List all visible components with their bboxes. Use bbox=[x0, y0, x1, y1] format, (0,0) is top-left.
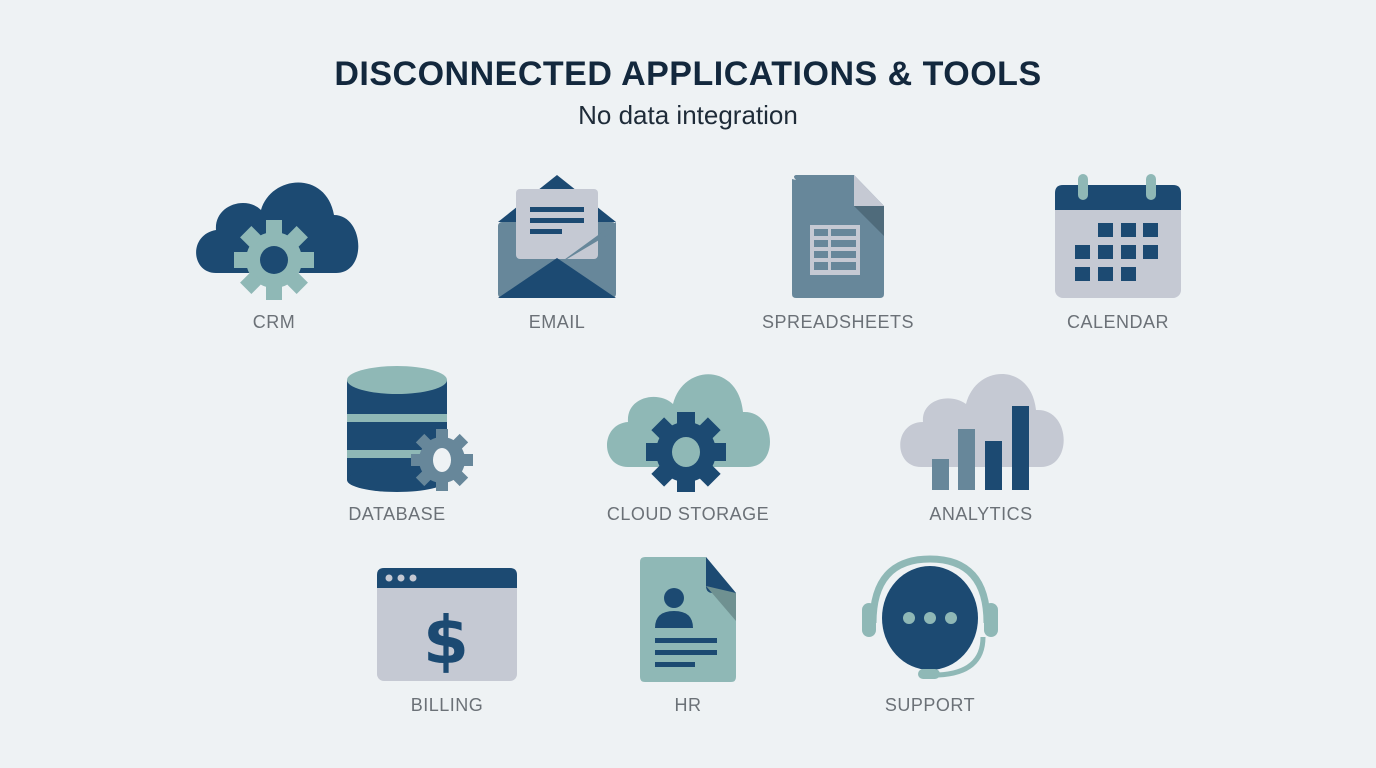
tool-label: EMAIL bbox=[528, 312, 586, 332]
page-title: DISCONNECTED APPLICATIONS & TOOLS bbox=[334, 55, 1042, 93]
tool-label: DATABASE bbox=[348, 504, 446, 524]
page-subtitle: No data integration bbox=[578, 100, 798, 130]
cloud-bar-chart-icon bbox=[900, 373, 1064, 490]
tool-billing: $ BILLING bbox=[337, 555, 557, 725]
tool-label: HR bbox=[674, 695, 702, 715]
tool-hr: HR bbox=[578, 555, 798, 725]
tool-label: CLOUD STORAGE bbox=[606, 504, 770, 524]
database-gear-icon bbox=[347, 366, 473, 492]
tool-calendar: CALENDAR bbox=[1008, 170, 1228, 340]
tool-label: SUPPORT bbox=[884, 695, 976, 715]
tool-spreadsheets: SPREADSHEETS bbox=[728, 170, 948, 340]
tool-crm: CRM bbox=[164, 170, 384, 340]
tool-cloud-storage: CLOUD STORAGE bbox=[578, 362, 798, 532]
tool-support: SUPPORT bbox=[820, 555, 1040, 725]
tool-label: ANALYTICS bbox=[929, 504, 1033, 524]
cloud-gear-icon bbox=[607, 374, 770, 492]
svg-text:$: $ bbox=[423, 602, 469, 679]
calendar-icon bbox=[1055, 174, 1181, 298]
profile-document-icon bbox=[640, 557, 736, 682]
browser-dollar-icon: $ bbox=[377, 568, 517, 681]
tool-label: CALENDAR bbox=[1066, 312, 1170, 332]
tool-label: CRM bbox=[252, 312, 296, 332]
headset-chat-icon bbox=[862, 555, 998, 679]
tool-label: BILLING bbox=[410, 695, 484, 715]
tool-database: DATABASE bbox=[287, 362, 507, 532]
tool-label: SPREADSHEETS bbox=[761, 312, 915, 332]
cloud-gear-icon bbox=[196, 182, 359, 300]
tool-analytics: ANALYTICS bbox=[871, 362, 1091, 532]
envelope-icon bbox=[498, 175, 616, 298]
tool-email: EMAIL bbox=[447, 170, 667, 340]
spreadsheet-document-icon bbox=[792, 175, 884, 298]
